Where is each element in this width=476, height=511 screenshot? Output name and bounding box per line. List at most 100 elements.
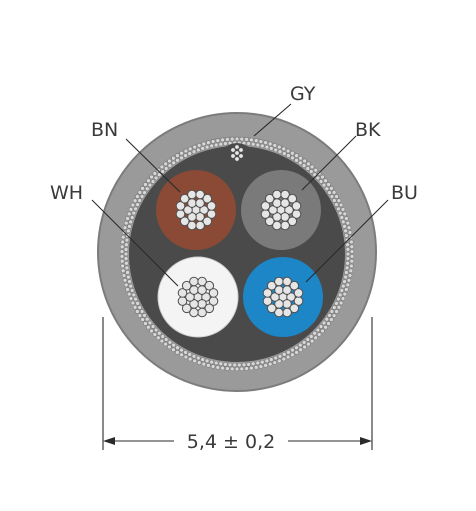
shield-bead — [140, 186, 145, 191]
shield-bead — [171, 342, 176, 348]
shield-bead — [137, 305, 142, 310]
shield-bead — [246, 141, 251, 146]
shield-bead — [277, 149, 283, 154]
shield-bead — [137, 313, 143, 318]
shield-bead — [215, 365, 221, 370]
shield-bead — [149, 174, 154, 180]
shield-bead — [196, 143, 202, 148]
shield-bead — [323, 178, 328, 183]
shield-bead — [346, 278, 352, 283]
drain-wire — [230, 144, 244, 162]
shield-bead — [124, 242, 129, 247]
braided-shield — [119, 136, 355, 372]
conductor-strand — [280, 189, 290, 200]
shield-bead — [343, 274, 348, 280]
shield-bead — [298, 160, 303, 166]
conductor-strand — [175, 209, 186, 219]
shield-bead — [124, 261, 129, 266]
shield-bead — [125, 270, 130, 275]
shield-bead — [135, 194, 140, 199]
shield-bead — [123, 251, 129, 257]
shield-bead — [132, 198, 138, 203]
shield-bead — [318, 179, 324, 184]
drain-strand — [238, 153, 244, 159]
shield-bead — [302, 158, 307, 164]
shield-bead — [326, 321, 331, 326]
shield-bead — [344, 216, 349, 221]
shield-bead — [253, 365, 259, 370]
shield-bead — [133, 206, 138, 212]
shield-bead — [315, 175, 321, 181]
shield-bead — [218, 361, 224, 367]
shield-bead — [258, 364, 264, 369]
shield-bead — [309, 164, 315, 170]
drain-strand — [234, 150, 240, 156]
conductor-strand — [202, 216, 213, 227]
shield-bead — [255, 360, 261, 366]
shield-bead — [201, 141, 207, 147]
conductor-strand — [293, 288, 304, 298]
conductor-strand — [175, 201, 186, 211]
shield-bead — [123, 247, 129, 252]
shield-bead — [302, 344, 307, 350]
shield-bead — [294, 158, 299, 163]
shield-bead — [167, 340, 173, 345]
shield-bead — [137, 190, 143, 195]
shield-bead — [334, 309, 339, 314]
shield-bead — [345, 256, 351, 261]
leader-line-wh — [91, 199, 179, 287]
shield-bead — [282, 352, 287, 357]
label-bn: BN — [91, 119, 118, 141]
shield-bead — [282, 151, 287, 156]
shield-bead — [157, 331, 162, 336]
shield-bead — [340, 207, 346, 212]
conductor-strand — [282, 276, 292, 287]
shield-bead — [290, 150, 295, 156]
shield-bead — [337, 210, 343, 216]
shield-bead — [209, 359, 214, 365]
shield-bead — [344, 287, 349, 292]
shield-bead — [272, 143, 278, 148]
shield-bead — [286, 153, 291, 158]
shield-bead — [201, 361, 207, 367]
shield-bead — [244, 366, 249, 371]
shield-bead — [290, 347, 295, 353]
shield-bead — [153, 175, 159, 181]
shield-bead — [273, 355, 278, 361]
shield-bead — [313, 167, 318, 173]
shield-bead — [305, 166, 311, 171]
conductor-strand — [289, 280, 300, 291]
shield-bead — [128, 296, 134, 301]
shield-bead — [346, 225, 352, 230]
shield-bead — [273, 147, 278, 153]
shield-bead — [342, 291, 348, 297]
shield-bead — [324, 186, 330, 192]
conductor-strand — [287, 193, 298, 204]
shield-bead — [157, 172, 162, 177]
shield-bead — [229, 366, 235, 372]
shield-bead — [347, 230, 353, 235]
shield-bead — [344, 270, 349, 275]
shield-bead — [215, 138, 221, 143]
shield-bead — [229, 136, 235, 142]
shield-bead — [327, 313, 332, 318]
shield-bead — [204, 144, 210, 150]
shield-bead — [119, 249, 125, 254]
shield-bead — [140, 317, 145, 322]
shield-bead — [191, 354, 197, 359]
shield-bead — [336, 296, 341, 302]
conductor-strand — [274, 276, 284, 287]
conductor-strand — [179, 216, 190, 227]
shield-bead — [139, 194, 145, 199]
shield-bead — [124, 265, 130, 271]
shield-bead — [183, 350, 188, 355]
shield-bead — [122, 278, 128, 283]
shield-bead — [125, 216, 130, 221]
shield-bead — [349, 263, 354, 269]
shield-bead — [179, 150, 184, 156]
shield-bead — [120, 239, 125, 245]
shield-bead — [298, 347, 303, 353]
conductor-strand — [264, 216, 275, 227]
shield-bead — [329, 317, 334, 322]
shield-bead — [345, 247, 351, 252]
